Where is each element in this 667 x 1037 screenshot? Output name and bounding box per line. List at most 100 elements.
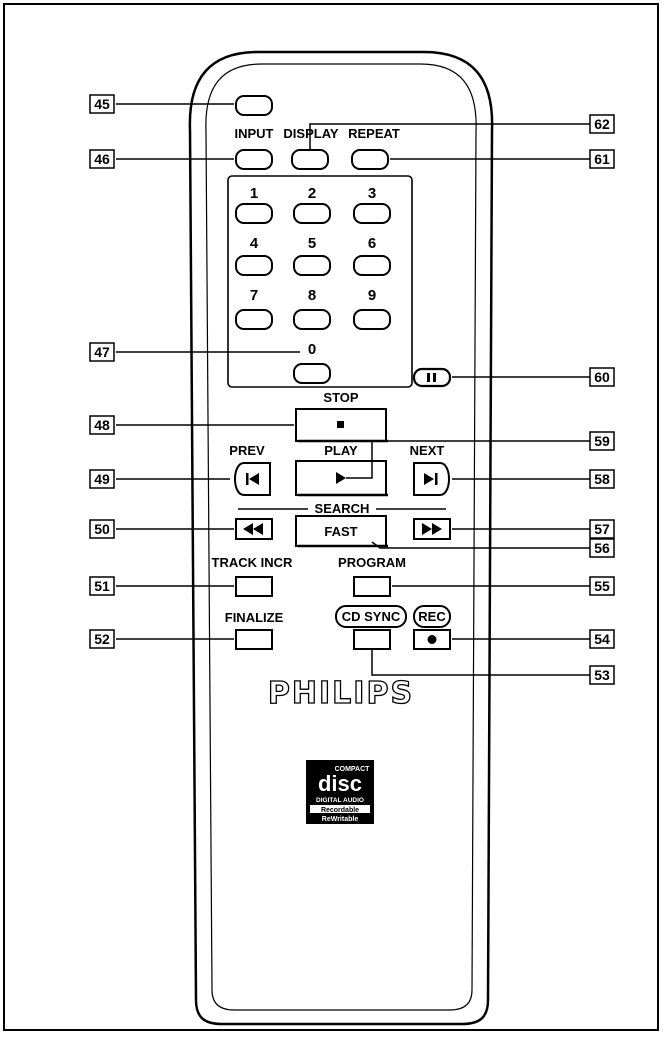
digit-button-0[interactable] [293,363,331,384]
digit-button-9[interactable] [353,309,391,330]
callout-46: 46 [89,149,115,169]
logo-recordable-text: Recordable [321,807,359,814]
input-label: INPUT [235,126,274,141]
rec-label-frame [413,605,451,628]
callout-60: 60 [589,367,615,387]
display-button[interactable] [291,149,329,170]
digit-button-1[interactable] [235,203,273,224]
svg-text:55: 55 [594,578,610,594]
cd-sync-label: CD SYNC [342,609,401,624]
svg-text:59: 59 [594,433,610,449]
figure-frame [3,3,659,1031]
finalize-label: FINALIZE [225,610,284,625]
play-icon [336,472,346,484]
track-incr-label: TRACK INCR [212,555,293,570]
svg-text:46: 46 [94,151,110,167]
program-button[interactable] [353,576,391,597]
prev-label: PREV [229,443,265,458]
logo-rewritable-text: ReWritable [322,816,359,823]
repeat-button[interactable] [351,149,389,170]
play-label: PLAY [324,443,358,458]
svg-text:48: 48 [94,417,110,433]
svg-text:54: 54 [594,631,610,647]
svg-text:61: 61 [594,151,610,167]
track-incr-button[interactable] [235,576,273,597]
callout-48: 48 [89,415,115,435]
logo-digital-audio-text: DIGITAL AUDIO [316,797,364,804]
display-label: DISPLAY [283,126,338,141]
svg-text:58: 58 [594,471,610,487]
callout-49: 49 [89,469,115,489]
next-label: NEXT [410,443,445,458]
digit-label-6: 6 [368,235,376,252]
digit-label-2: 2 [308,185,316,202]
digit-label-7: 7 [250,287,258,304]
svg-text:50: 50 [94,521,110,537]
digit-button-7[interactable] [235,309,273,330]
compact-disc-logo: COMPACT disc DIGITAL AUDIO Recordable Re… [306,760,374,824]
digit-button-6[interactable] [353,255,391,276]
svg-text:62: 62 [594,116,610,132]
svg-text:52: 52 [94,631,110,647]
philips-logo: PHILIPS [268,676,414,711]
callout-62: 62 [589,114,615,134]
callout-50: 50 [89,519,115,539]
digit-label-4: 4 [250,235,259,252]
callout-51: 51 [89,576,115,596]
callout-45: 45 [89,94,115,114]
svg-text:56: 56 [594,540,610,556]
svg-text:53: 53 [594,667,610,683]
fast-button[interactable] [295,515,387,547]
next-icon [424,473,438,485]
svg-text:47: 47 [94,344,110,360]
digit-button-8[interactable] [293,309,331,330]
digit-label-8: 8 [308,287,316,304]
fast-forward-icon [422,523,442,535]
pause-button[interactable] [412,367,452,388]
callout-54: 54 [589,629,615,649]
callout-57: 57 [589,519,615,539]
digit-label-5: 5 [308,235,316,252]
svg-text:51: 51 [94,578,110,594]
svg-text:45: 45 [94,96,110,112]
cd-sync-button[interactable] [353,629,391,650]
svg-text:49: 49 [94,471,110,487]
program-label: PROGRAM [338,555,406,570]
prev-icon [246,473,259,485]
input-button[interactable] [235,149,273,170]
digit-label-0: 0 [308,341,316,358]
digit-button-4[interactable] [235,255,273,276]
logo-disc-text: disc [318,771,362,796]
svg-text:60: 60 [594,369,610,385]
digit-button-5[interactable] [293,255,331,276]
callout-58: 58 [589,469,615,489]
svg-text:57: 57 [594,521,610,537]
digit-button-2[interactable] [293,203,331,224]
digit-button-3[interactable] [353,203,391,224]
callout-55: 55 [589,576,615,596]
power-button[interactable] [235,95,273,116]
keypad-panel [227,175,413,388]
callout-leader-lines [116,103,590,676]
fast-label: FAST [324,524,357,539]
stop-label: STOP [323,390,358,405]
remote-inner-edge [205,63,477,1011]
pause-icon [427,373,436,382]
search-label: SEARCH [315,501,370,516]
callout-59: 59 [589,431,615,451]
callout-47: 47 [89,342,115,362]
stop-icon [337,421,344,428]
digit-label-9: 9 [368,287,376,304]
callout-52: 52 [89,629,115,649]
digit-label-3: 3 [368,185,376,202]
rewind-icon [243,523,263,535]
record-icon [427,635,437,644]
finalize-button[interactable] [235,629,273,650]
repeat-label: REPEAT [348,126,400,141]
rec-label: REC [418,609,446,624]
callout-61: 61 [589,149,615,169]
callout-56: 56 [589,538,615,558]
cd-sync-label-frame [335,605,407,628]
callout-53: 53 [589,665,615,685]
